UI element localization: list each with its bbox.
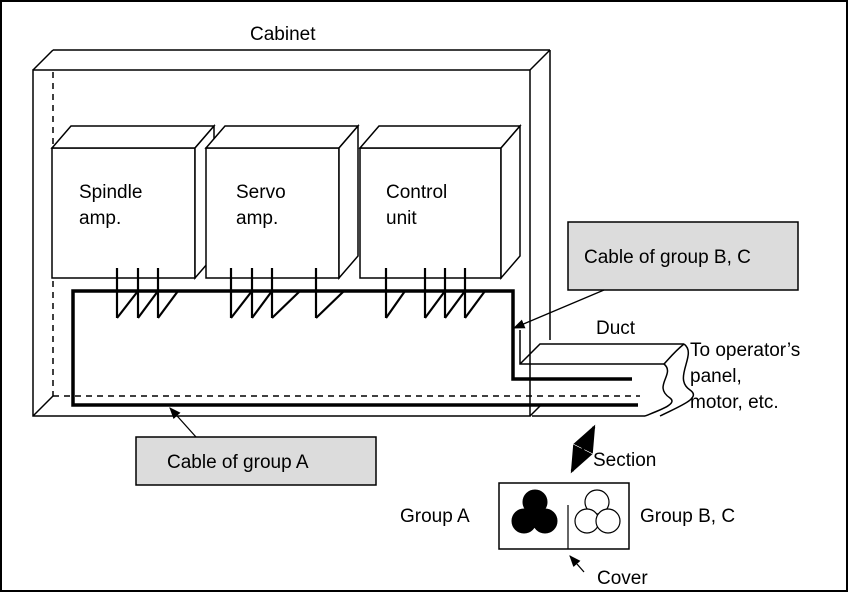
- destination-line-3: motor, etc.: [690, 392, 779, 413]
- callout-group-bc-box: [567, 221, 799, 291]
- group-a-cables-section: [511, 489, 558, 534]
- section-group-bc-label: Group B, C: [640, 506, 735, 527]
- cover-pointer: [569, 555, 585, 573]
- group-a-cable: [71, 289, 638, 407]
- destination-line-1: To operator’s: [690, 340, 800, 361]
- servo-amp-box: Servo amp.: [204, 123, 360, 281]
- servo-amp-label-2: amp.: [236, 208, 278, 229]
- duct-destination: To operator’s panel, motor, etc.: [690, 340, 800, 413]
- group-bc-cables-section: [574, 489, 621, 534]
- spindle-amp-label-1: Spindle: [79, 182, 142, 203]
- section-group-a-label: Group A: [400, 506, 470, 527]
- control-unit-label-1: Control: [386, 182, 447, 203]
- callout-group-bc-text: Cable of group B, C: [584, 247, 751, 268]
- cover-label: Cover: [597, 568, 648, 589]
- servo-amp-label-1: Servo: [236, 182, 286, 203]
- callout-group-bc-pointer: [512, 289, 605, 329]
- callout-group-a-box: [135, 436, 377, 486]
- cabinet-label: Cabinet: [250, 24, 316, 45]
- callout-group-a-pointer: [169, 407, 197, 438]
- duct-label: Duct: [596, 318, 636, 339]
- control-unit-label-2: unit: [386, 208, 417, 229]
- duct: [519, 330, 694, 417]
- cable-connectors: [115, 268, 486, 319]
- cabinet: [32, 49, 640, 417]
- destination-line-2: panel,: [690, 366, 742, 387]
- spindle-amp-box: Spindle amp.: [50, 123, 216, 281]
- control-unit-box: Control unit: [358, 123, 522, 281]
- callout-group-a-text: Cable of group A: [167, 452, 309, 473]
- section-arrow: [570, 424, 596, 474]
- section-label: Section: [593, 450, 656, 471]
- spindle-amp-label-2: amp.: [79, 208, 121, 229]
